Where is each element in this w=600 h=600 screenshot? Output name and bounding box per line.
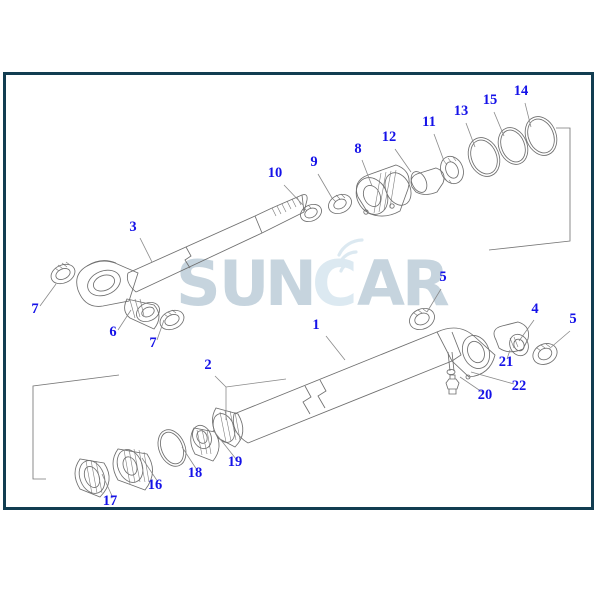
diagram-border-frame — [3, 72, 594, 510]
